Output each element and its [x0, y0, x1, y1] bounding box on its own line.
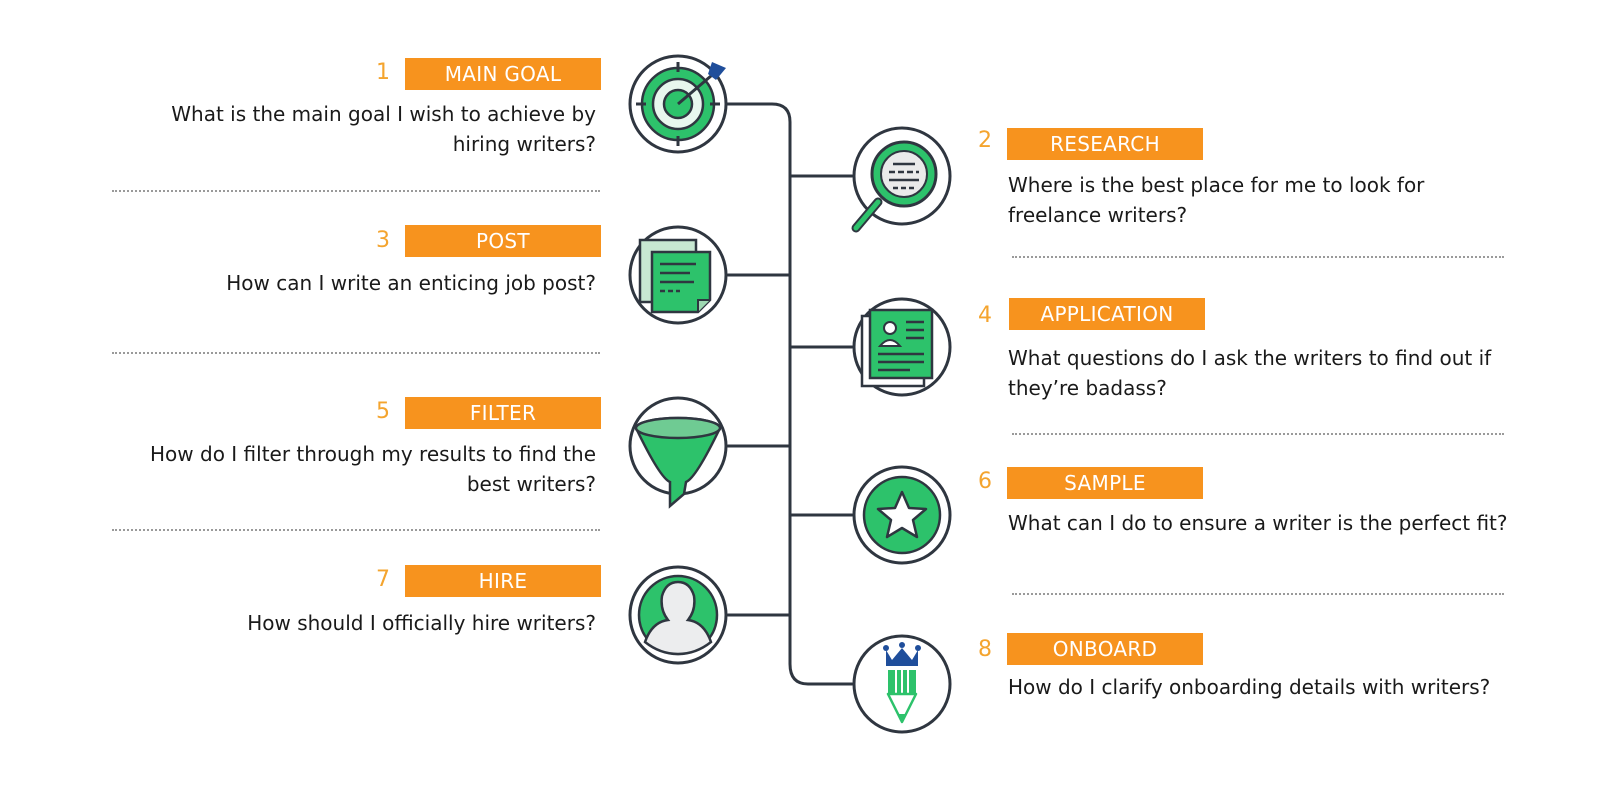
- connector-lines: [706, 102, 854, 686]
- funnel-icon: [628, 396, 728, 509]
- divider-left-5: [112, 529, 600, 531]
- step-3-label: POST: [405, 225, 601, 257]
- user-avatar-icon: [628, 565, 728, 665]
- divider-left-3: [112, 352, 600, 354]
- step-2-number: 2: [978, 128, 992, 153]
- step-7-label: HIRE: [405, 565, 601, 597]
- trunk-line: [706, 102, 854, 686]
- step-6-label: SAMPLE: [1007, 467, 1203, 499]
- profile-card-icon: [852, 297, 952, 397]
- step-4-question: What questions do I ask the writers to f…: [1008, 346, 1492, 400]
- step-7-question: How should I officially hire writers?: [247, 611, 596, 635]
- step-6-number: 6: [978, 469, 992, 494]
- step-2-question: Where is the best place for me to look f…: [1008, 173, 1425, 227]
- step-8-question: How do I clarify onboarding details with…: [1008, 675, 1491, 699]
- step-4-label: APPLICATION: [1009, 298, 1205, 330]
- document-icon: [628, 225, 728, 325]
- divider-right-2: [1012, 256, 1504, 258]
- divider-right-4: [1012, 433, 1504, 435]
- step-3-question: How can I write an enticing job post?: [226, 271, 596, 295]
- step-5-number: 5: [376, 399, 390, 424]
- step-5-question: How do I filter through my results to fi…: [150, 442, 596, 496]
- step-8-number: 8: [978, 637, 992, 662]
- divider-left-1: [112, 190, 600, 192]
- step-1-number: 1: [376, 60, 390, 85]
- step-6-question: What can I do to ensure a writer is the …: [1008, 511, 1508, 535]
- crowned-pencil-icon: [852, 634, 952, 734]
- target-icon: [628, 54, 728, 154]
- divider-right-6: [1012, 593, 1504, 595]
- step-1-label: MAIN GOAL: [405, 58, 601, 90]
- step-1-question: What is the main goal I wish to achieve …: [171, 102, 596, 156]
- step-4-number: 4: [978, 303, 992, 328]
- star-icon: [852, 465, 952, 565]
- step-8-label: ONBOARD: [1007, 633, 1203, 665]
- step-2-label: RESEARCH: [1007, 128, 1203, 160]
- step-7-number: 7: [376, 567, 390, 592]
- step-3-number: 3: [376, 228, 390, 253]
- magnifier-icon: [851, 126, 952, 233]
- step-5-label: FILTER: [405, 397, 601, 429]
